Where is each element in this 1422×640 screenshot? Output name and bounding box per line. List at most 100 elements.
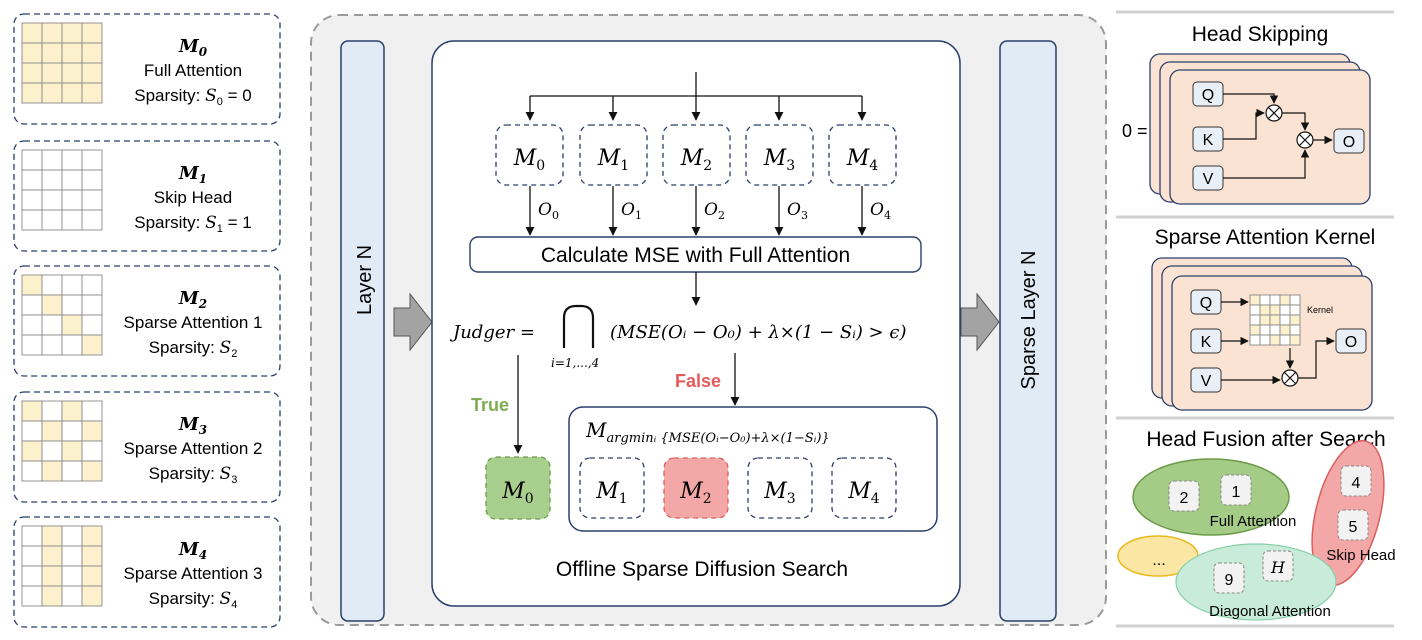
mask-cell (41, 420, 63, 442)
mask-card-m2: M2 Sparse Attention 1 Sparsity: S2 (13, 265, 281, 377)
mask-cell (21, 274, 43, 296)
mask-cell (81, 314, 103, 336)
sk-q-box: Q (1190, 289, 1222, 315)
mask-cell (81, 440, 103, 462)
argmin-option-m2-selected: M2 (663, 457, 729, 519)
head-chip-9: 9 (1213, 562, 1245, 594)
mask-cell (1259, 334, 1271, 346)
svg-text:H: H (1270, 558, 1286, 577)
svg-text:9: 9 (1225, 572, 1234, 589)
mask-cell (81, 149, 103, 171)
mask-cell (21, 149, 43, 171)
output-arrows (525, 186, 867, 236)
mask-cell (41, 169, 63, 191)
mask-cell (1249, 314, 1261, 326)
mask-cell (21, 565, 43, 587)
mask-cell (21, 400, 43, 422)
mask-title-m1: Skip Head (154, 188, 232, 207)
kernel-grid (1249, 294, 1301, 346)
mask-cell (61, 334, 83, 356)
search-caption: Offline Sparse Diffusion Search (556, 558, 848, 581)
mask-cell (41, 62, 63, 84)
mask-cell (1279, 324, 1291, 336)
mask-cell (41, 400, 63, 422)
diagonal-attention-cluster (1175, 543, 1337, 621)
hs-o-box: O (1333, 128, 1365, 154)
mask-cell (21, 420, 43, 442)
mask-cell (61, 460, 83, 482)
mask-cell (41, 149, 63, 171)
mask-cell (21, 294, 43, 316)
mask-sparsity-m3: Sparsity: S3 (149, 464, 238, 486)
mask-grid-m3 (21, 400, 103, 482)
sk-v-box: V (1190, 367, 1222, 393)
mask-cell (1249, 324, 1261, 336)
sk-o-box: O (1335, 328, 1367, 354)
mask-cell (61, 565, 83, 587)
mask-cell (81, 189, 103, 211)
mask-cell (1259, 324, 1271, 336)
mask-grid-m2 (21, 274, 103, 356)
argmin-option-m4: M4 (831, 457, 897, 519)
mask-cell (1249, 334, 1261, 346)
mask-cell (21, 82, 43, 104)
mask-cell (61, 294, 83, 316)
mask-card-m4: M4 Sparse Attention 3 Sparsity: S4 (13, 516, 281, 628)
head-chip-5: 5 (1337, 509, 1369, 541)
mask-card-m3: M3 Sparse Attention 2 Sparsity: S3 (13, 391, 281, 503)
mask-cell (81, 460, 103, 482)
mask-name-m2: M2 (178, 288, 207, 311)
mask-cell (61, 440, 83, 462)
candidate-m1-label: M1 (597, 146, 629, 174)
mask-cell (21, 22, 43, 44)
flow-arrow-in-icon (393, 292, 433, 352)
mask-cell (21, 314, 43, 336)
candidate-m3: M3 (745, 124, 814, 186)
argmin-option-m3: M3 (747, 457, 813, 519)
mask-cell (81, 420, 103, 442)
mask-card-m1: M1 Skip Head Sparsity: S1 = 1 (13, 140, 281, 252)
mask-cell (21, 525, 43, 547)
zero-equals-label: 0 = (1122, 121, 1148, 141)
mask-cell (81, 274, 103, 296)
mask-cell (1259, 304, 1271, 316)
hs-k-box: K (1192, 126, 1224, 152)
mask-cell (41, 334, 63, 356)
skip-head-label: Skip Head (1326, 547, 1395, 564)
candidate-m3-label: M3 (763, 146, 795, 174)
mask-cell (81, 585, 103, 607)
mask-cell (61, 525, 83, 547)
hs-q-box: Q (1192, 81, 1224, 107)
head-chip-2: 2 (1168, 480, 1200, 512)
argmin-option-m1: M1 (579, 457, 645, 519)
head-fusion-section: Head Fusion after Search 2 1 4 5 9 H Ful… (1117, 428, 1396, 621)
mask-cell (81, 294, 103, 316)
layer-n-block: Layer N (340, 40, 385, 622)
mask-name-m0: M0 (178, 36, 208, 59)
argmin-box: Margminᵢ {MSE(Oᵢ−O₀)+λ×(1−Sᵢ)} M1 M2 M3 … (568, 406, 938, 532)
mask-cell (81, 209, 103, 231)
mask-name-m4: M4 (178, 539, 207, 562)
mask-cell (1249, 294, 1261, 306)
right-panel: Head Skipping 0 = Q K V O Sparse Attenti… (1116, 10, 1396, 628)
sparse-kernel-section: Sparse Attention Kernel Q K V O Kernel (1151, 226, 1375, 411)
mask-cell (41, 274, 63, 296)
svg-text:V: V (1201, 373, 1212, 390)
mask-cell (1249, 304, 1261, 316)
mask-cell (81, 169, 103, 191)
mask-cell (21, 62, 43, 84)
mask-cell (1289, 334, 1301, 346)
svg-text:M3: M3 (763, 479, 795, 507)
mask-cell (61, 209, 83, 231)
mask-cell (1269, 324, 1281, 336)
judger-index: i=1,...,4 (551, 356, 599, 370)
full-attention-label: Full Attention (1210, 513, 1297, 530)
mask-grid-m1 (21, 149, 103, 231)
output-o3-label: O3 (787, 200, 808, 222)
sk-k-box: K (1190, 328, 1222, 354)
svg-text:V: V (1203, 171, 1214, 188)
sparse-layer-n-label: Sparse Layer N (1018, 251, 1040, 390)
mask-cell (41, 585, 63, 607)
candidate-m4: M4 (828, 124, 897, 186)
